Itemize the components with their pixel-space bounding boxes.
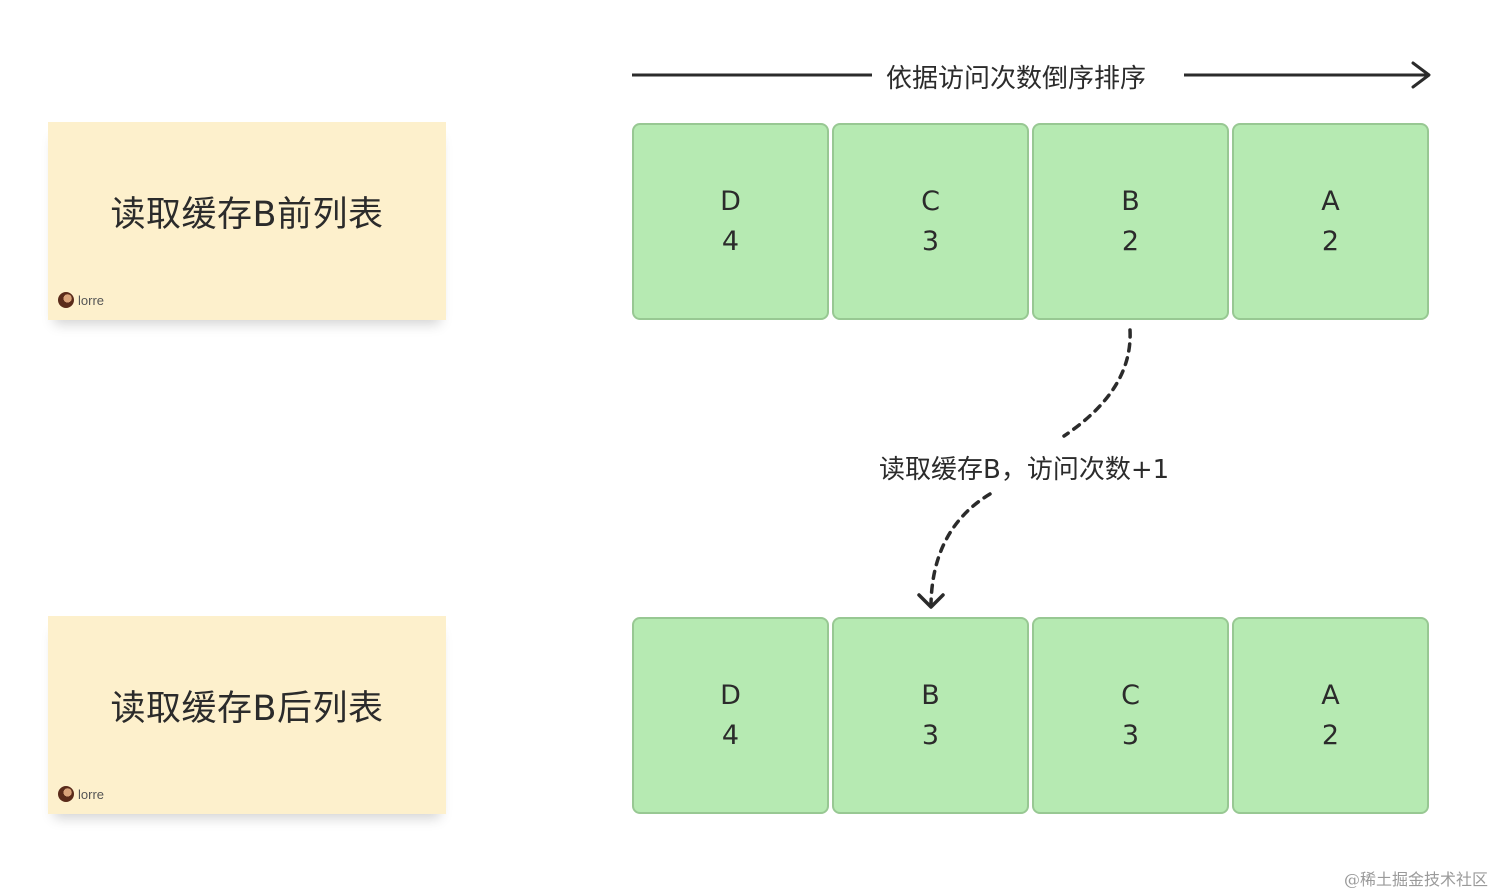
cache-cell: C 3 [1032,617,1229,814]
sort-order-label: 依据访问次数倒序排序 [886,64,1147,94]
cache-key: A [1321,185,1340,217]
cache-key: C [1121,679,1140,711]
access-count: 3 [1121,719,1140,751]
cache-key: D [720,185,741,217]
cache-key: D [720,679,741,711]
note-title-after: 读取缓存B后列表 [110,689,384,729]
avatar [58,786,74,802]
watermark: @稀土掘金技术社区 [1343,870,1488,889]
author-name: lorre [78,786,105,802]
cache-cell: B 3 [832,617,1029,814]
note-author-before: lorre [58,292,104,308]
access-count: 3 [921,225,940,257]
access-count: 2 [1321,225,1340,257]
cache-list-before: D 4 C 3 B 2 A 2 [632,123,1429,320]
action-label: 读取缓存B，访问次数+1 [879,455,1170,485]
cache-cell: A 2 [1232,617,1429,814]
sticky-note-after: 读取缓存B后列表 lorre [48,616,446,814]
access-count: 4 [721,225,740,257]
cache-key: C [921,185,940,217]
access-count: 2 [1321,719,1340,751]
access-count: 2 [1121,225,1140,257]
dashed-arrow-lower [929,492,992,606]
sticky-note-before: 读取缓存B前列表 lorre [48,122,446,320]
access-count: 3 [921,719,940,751]
avatar [58,292,74,308]
note-title-before: 读取缓存B前列表 [110,195,384,235]
cache-cell: C 3 [832,123,1029,320]
note-author-after: lorre [58,786,104,802]
cache-cell: A 2 [1232,123,1429,320]
cache-key: A [1321,679,1340,711]
cache-cell: B 2 [1032,123,1229,320]
dashed-arrow-upper [1062,328,1132,438]
author-name: lorre [78,292,105,308]
cache-cell: D 4 [632,123,829,320]
sort-arrow-head [1411,61,1431,89]
dashed-arrow-head [917,593,945,609]
cache-cell: D 4 [632,617,829,814]
cache-key: B [1121,185,1140,217]
cache-key: B [921,679,940,711]
cache-list-after: D 4 B 3 C 3 A 2 [632,617,1429,814]
access-count: 4 [721,719,740,751]
